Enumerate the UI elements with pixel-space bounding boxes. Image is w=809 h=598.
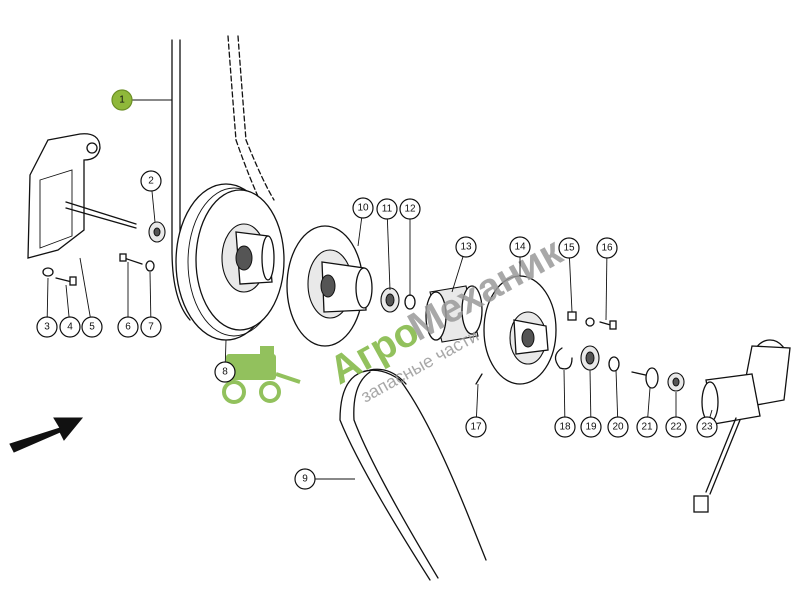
callout-8: 8 bbox=[214, 339, 236, 383]
callout-leader-line bbox=[79, 257, 93, 328]
callout-leader-line bbox=[605, 247, 608, 321]
bracket-5 bbox=[27, 133, 137, 259]
callout-23: 23 bbox=[696, 409, 718, 438]
callout-circle bbox=[580, 416, 602, 438]
nut-2 bbox=[148, 221, 166, 243]
bolt-6 bbox=[119, 253, 143, 265]
callout-number: 1 bbox=[119, 95, 125, 106]
nut-22 bbox=[667, 372, 685, 392]
callout-16: 16 bbox=[596, 237, 618, 321]
nut-15 bbox=[567, 311, 595, 327]
washer-7 bbox=[145, 260, 155, 272]
bolt-4 bbox=[55, 276, 77, 286]
callout-circle bbox=[117, 316, 139, 338]
callout-circle bbox=[607, 416, 629, 438]
callout-17: 17 bbox=[465, 383, 487, 438]
callout-circle bbox=[111, 89, 133, 111]
callout-number: 2 bbox=[148, 176, 154, 187]
callout-19: 19 bbox=[580, 369, 602, 438]
pin-17 bbox=[475, 373, 483, 385]
callout-circle bbox=[455, 236, 477, 258]
callout-number: 10 bbox=[357, 203, 369, 214]
callout-circle bbox=[665, 416, 687, 438]
callout-circle bbox=[465, 416, 487, 438]
callout-13: 13 bbox=[451, 236, 477, 293]
bearing-19 bbox=[580, 345, 600, 371]
circlip-18 bbox=[554, 347, 573, 370]
callout-number: 15 bbox=[563, 243, 575, 254]
callout-18: 18 bbox=[554, 369, 576, 438]
callout-circle bbox=[558, 237, 580, 259]
callout-3: 3 bbox=[36, 277, 58, 338]
callout-number: 17 bbox=[470, 422, 482, 433]
direction-arrow bbox=[9, 417, 84, 453]
callout-14: 14 bbox=[509, 236, 531, 276]
callout-circle bbox=[140, 170, 162, 192]
callout-circle bbox=[596, 237, 618, 259]
callout-number: 4 bbox=[67, 322, 73, 333]
callout-number: 12 bbox=[404, 204, 416, 215]
callout-20: 20 bbox=[607, 369, 629, 438]
pin-21 bbox=[631, 367, 659, 389]
callout-number: 3 bbox=[44, 322, 50, 333]
callout-circle bbox=[509, 236, 531, 258]
callout-circle bbox=[352, 197, 374, 219]
callout-21: 21 bbox=[636, 387, 658, 438]
callout-number: 5 bbox=[89, 322, 95, 333]
callout-10: 10 bbox=[352, 197, 374, 247]
callout-circle bbox=[399, 198, 421, 220]
callout-7: 7 bbox=[140, 271, 162, 338]
callout-number: 9 bbox=[302, 474, 308, 485]
belt-9 bbox=[339, 368, 487, 581]
callout-1: 1 bbox=[111, 89, 172, 111]
callout-number: 20 bbox=[612, 422, 624, 433]
callout-number: 21 bbox=[641, 422, 653, 433]
callout-12: 12 bbox=[399, 198, 421, 296]
callout-6: 6 bbox=[117, 262, 139, 338]
callout-circle bbox=[36, 316, 58, 338]
callout-number: 16 bbox=[601, 243, 613, 254]
callout-number: 14 bbox=[514, 242, 526, 253]
callout-circle bbox=[140, 316, 162, 338]
callout-number: 18 bbox=[559, 422, 571, 433]
bolt-16 bbox=[599, 320, 617, 330]
callout-9: 9 bbox=[294, 468, 355, 490]
callout-15: 15 bbox=[558, 237, 580, 313]
callout-circle bbox=[294, 468, 316, 490]
callout-number: 8 bbox=[222, 367, 228, 378]
callout-leader-line bbox=[386, 208, 391, 291]
washer-20 bbox=[608, 356, 620, 372]
callout-circle bbox=[376, 198, 398, 220]
callout-2: 2 bbox=[140, 170, 162, 223]
callout-number: 22 bbox=[670, 422, 682, 433]
tractor-icon bbox=[222, 346, 301, 404]
cover-disc-14 bbox=[483, 275, 557, 385]
callout-leader-line bbox=[568, 247, 573, 313]
disc-10 bbox=[286, 225, 373, 347]
callout-22: 22 bbox=[665, 392, 687, 438]
callout-circle bbox=[636, 416, 658, 438]
sleeve-13 bbox=[425, 285, 483, 343]
callout-circle bbox=[214, 361, 236, 383]
callout-number: 6 bbox=[125, 322, 131, 333]
bearing-11 bbox=[380, 287, 400, 313]
motor-23 bbox=[693, 339, 791, 513]
callout-5: 5 bbox=[79, 257, 103, 338]
washer-3 bbox=[42, 267, 54, 277]
callout-circle bbox=[696, 416, 718, 438]
callout-circle bbox=[59, 316, 81, 338]
callout-number: 23 bbox=[701, 422, 713, 433]
callout-number: 13 bbox=[460, 242, 472, 253]
callout-circle bbox=[81, 316, 103, 338]
callout-number: 11 bbox=[382, 204, 393, 215]
belt-1 bbox=[140, 35, 275, 321]
callout-11: 11 bbox=[376, 198, 398, 291]
callout-number: 19 bbox=[585, 422, 597, 433]
callout-circle bbox=[554, 416, 576, 438]
callout-number: 7 bbox=[148, 322, 154, 333]
pulley-8 bbox=[175, 183, 285, 341]
callout-4: 4 bbox=[59, 284, 81, 338]
